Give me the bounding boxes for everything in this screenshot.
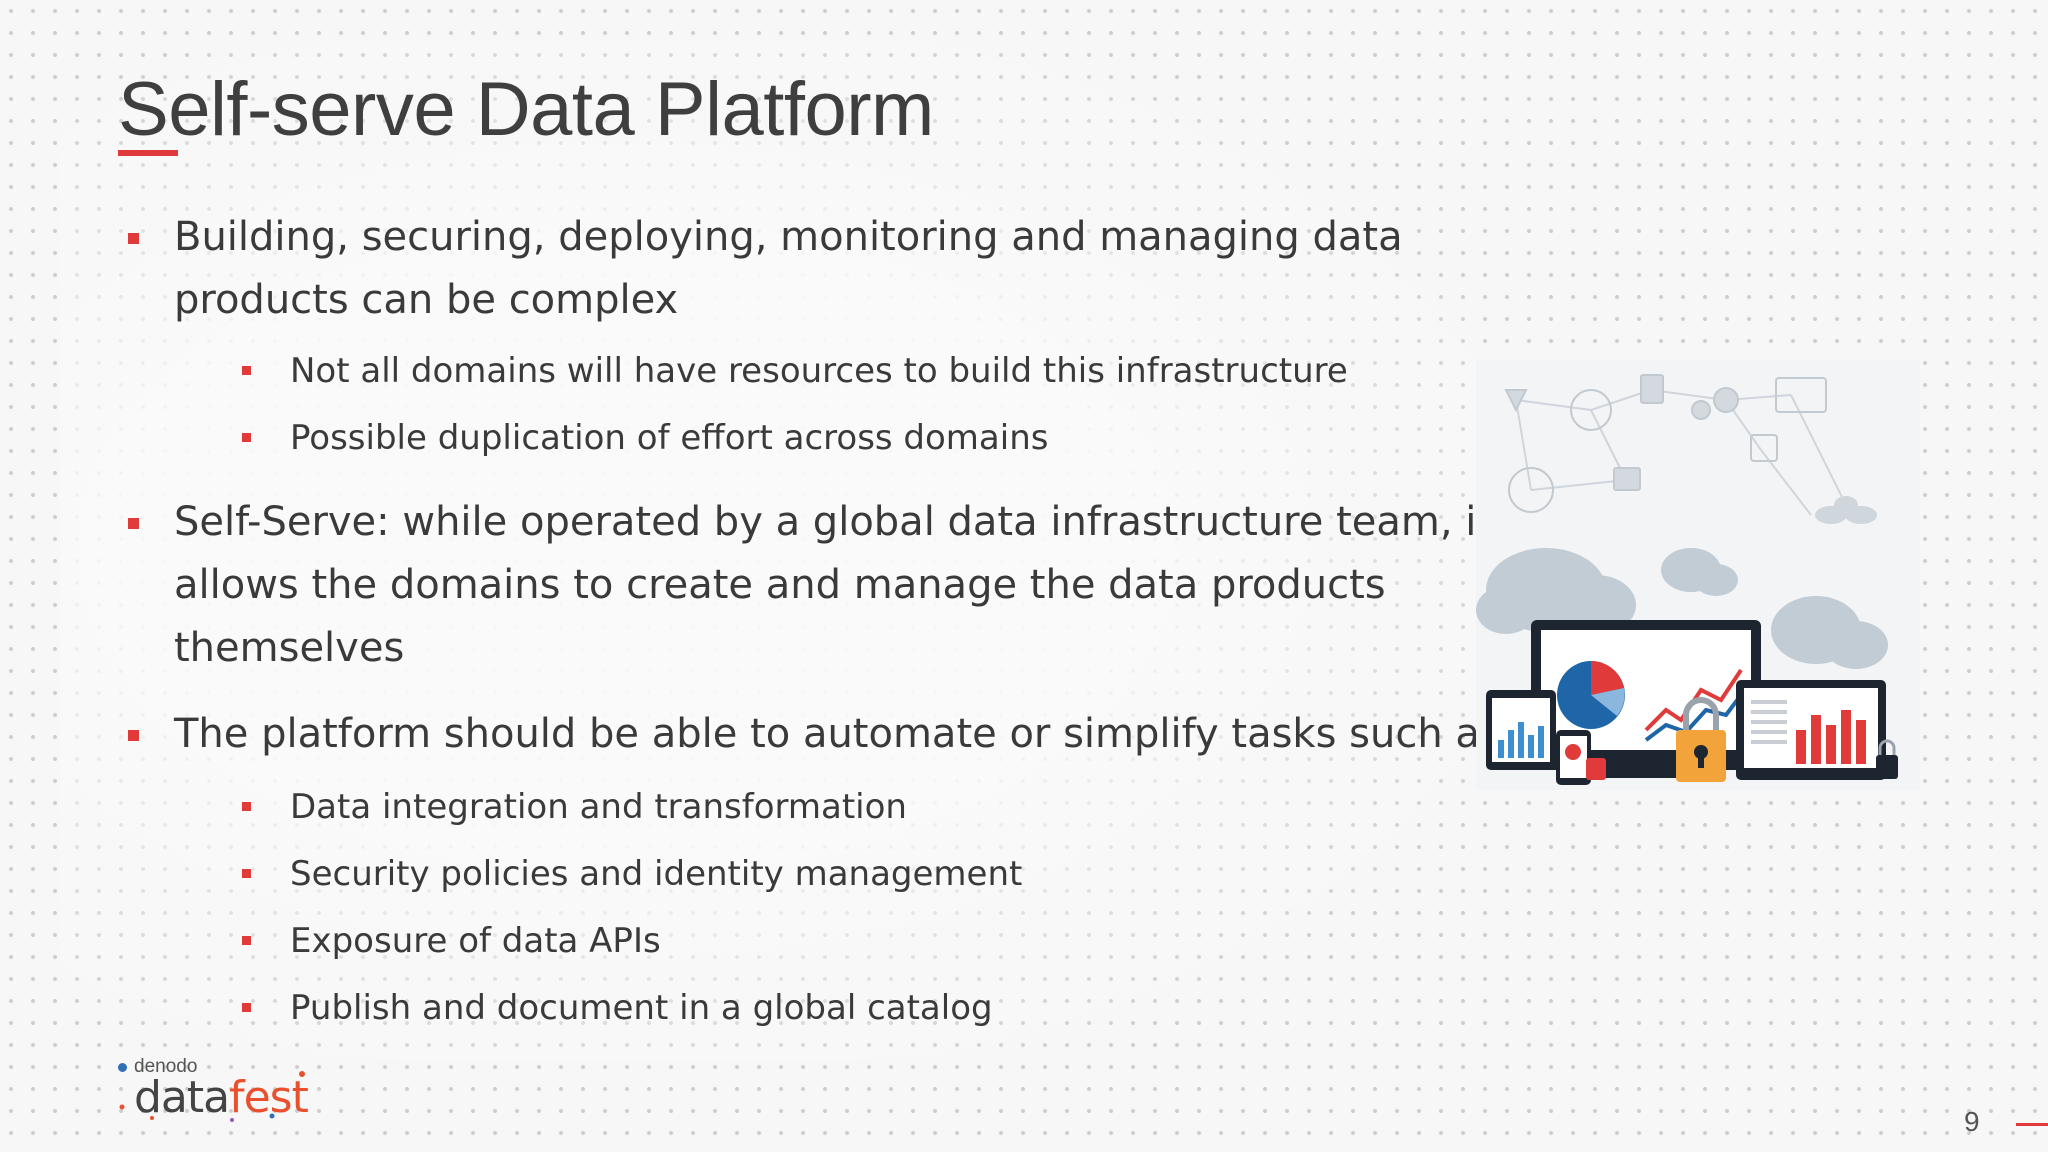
sub-bullet-integration: Data integration and transformation — [242, 782, 907, 832]
bullet-marker — [242, 1003, 251, 1012]
page-number-accent — [2016, 1123, 2048, 1126]
cloud-devices-dashboard-icon — [1476, 360, 1920, 790]
sub-bullet-apis: Exposure of data APIs — [242, 916, 661, 966]
sub-bullet-resources: Not all domains will have resources to b… — [242, 346, 1348, 396]
bullet-platform-tasks: The platform should be able to automate … — [128, 703, 1515, 766]
bullet-marker — [242, 936, 251, 945]
logo-datafest-text: datafest — [134, 1072, 309, 1123]
bullet-line: Self-Serve: while operated by a global d… — [174, 499, 1493, 545]
logo-sparks-icon — [119, 1071, 305, 1122]
bullet-marker — [128, 233, 139, 244]
bullet-line: Possible duplication of effort across do… — [290, 418, 1049, 458]
bullet-line: Security policies and identity managemen… — [290, 854, 1023, 894]
bullet-line: allows the domains to create and manage … — [174, 562, 1386, 608]
bullet-marker — [242, 366, 251, 375]
logo-data: data — [134, 1072, 230, 1123]
bullet-marker — [128, 730, 139, 741]
sub-bullet-security: Security policies and identity managemen… — [242, 849, 1023, 899]
denodo-dot-icon — [118, 1063, 127, 1072]
title-underline — [118, 150, 178, 156]
datafest-logo: denodo datafest — [112, 1052, 312, 1123]
bullet-marker — [128, 518, 139, 529]
bullet-marker — [242, 433, 251, 442]
slide-title: Self-serve Data Platform — [118, 67, 934, 152]
logo-denodo-text: denodo — [134, 1056, 198, 1077]
page-number: 9 — [1964, 1106, 1980, 1137]
bullet-line: Publish and document in a global catalog — [290, 988, 993, 1028]
sub-bullet-duplication: Possible duplication of effort across do… — [242, 413, 1049, 463]
bullet-line: products can be complex — [174, 277, 679, 323]
bullet-line: Building, securing, deploying, monitorin… — [174, 214, 1403, 260]
bullet-complexity: Building, securing, deploying, monitorin… — [128, 206, 1403, 332]
bullet-line: themselves — [174, 625, 405, 671]
bullet-line: Not all domains will have resources to b… — [290, 351, 1348, 391]
sub-bullet-catalog: Publish and document in a global catalog — [242, 983, 993, 1033]
bullet-marker — [242, 869, 251, 878]
bullet-self-serve: Self-Serve: while operated by a global d… — [128, 491, 1493, 680]
logo-fest: fest — [229, 1072, 309, 1123]
bullet-line: Exposure of data APIs — [290, 921, 661, 961]
bullet-line: Data integration and transformation — [290, 787, 907, 827]
content-background — [60, 40, 1480, 1060]
bullet-marker — [242, 802, 251, 811]
bullet-line: The platform should be able to automate … — [174, 711, 1515, 757]
